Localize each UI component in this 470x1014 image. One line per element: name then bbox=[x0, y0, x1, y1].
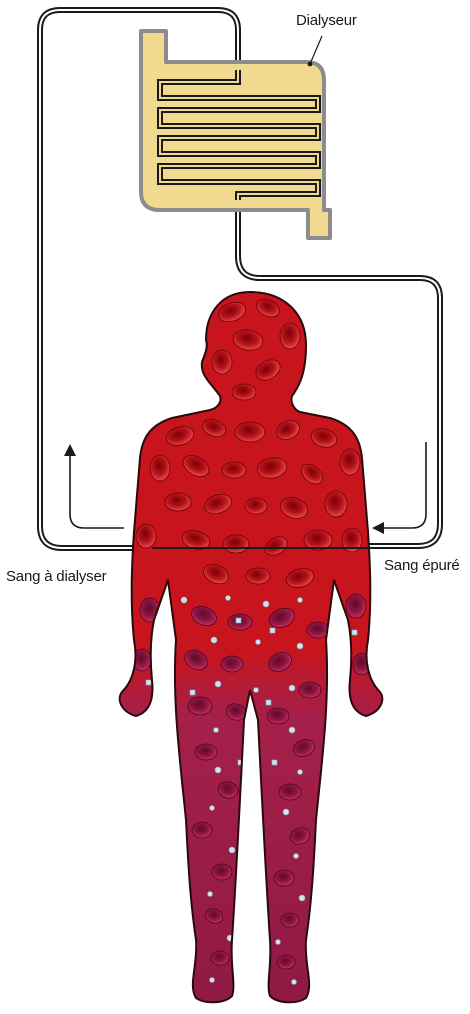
human-body bbox=[120, 292, 383, 1002]
dialyzer-label: Dialyseur bbox=[296, 12, 357, 29]
arrow-up-icon bbox=[64, 444, 76, 456]
flow-arrow-left bbox=[64, 444, 124, 528]
dialyzer-leader-dot bbox=[308, 62, 313, 67]
blood-to-dialyze-label: Sang à dialyser bbox=[6, 568, 106, 585]
dialyzer-body bbox=[141, 31, 330, 238]
dialyzer-leader-line bbox=[310, 36, 322, 64]
flow-arrow-right bbox=[372, 442, 426, 534]
purified-blood-label: Sang épuré bbox=[384, 557, 460, 574]
dialyzer bbox=[141, 31, 330, 238]
arrow-left-icon bbox=[372, 522, 384, 534]
